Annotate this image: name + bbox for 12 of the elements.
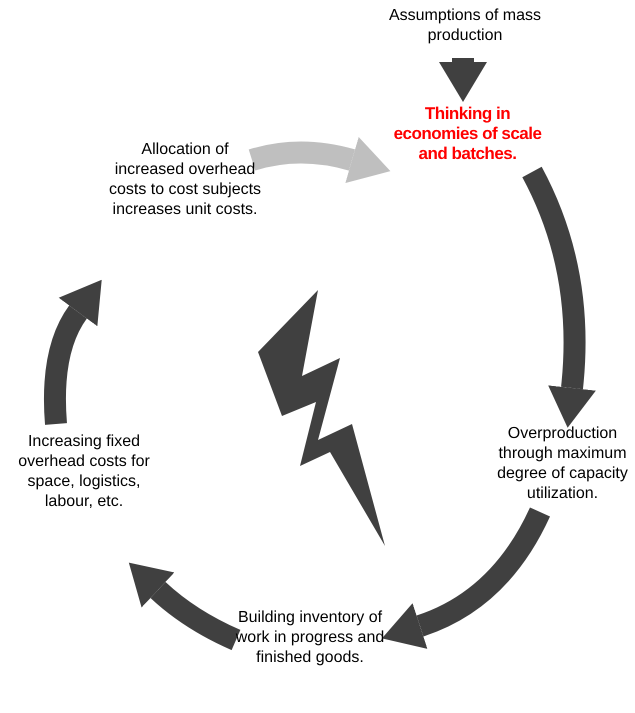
node-text: Increasing fixed overhead costs for space, logistics, labour, etc. — [17, 432, 151, 512]
block-arrow — [248, 136, 391, 184]
node-text: Building inventory of work in progress and finished goods. — [235, 608, 385, 668]
node-text: Overproduction through maximum degree of capacity utilization. — [496, 424, 629, 504]
node-text: Assumptions of mass production — [388, 6, 542, 46]
node-text: Allocation of increased overhead costs to cost subjects increases unit costs. — [108, 140, 262, 220]
node-text: Thinking in economies of scale and batches. — [392, 104, 542, 164]
block-arrow — [522, 167, 596, 428]
block-arrow — [128, 563, 240, 650]
block-arrow — [382, 507, 550, 649]
block-arrow — [439, 58, 487, 102]
block-arrow — [44, 278, 100, 425]
